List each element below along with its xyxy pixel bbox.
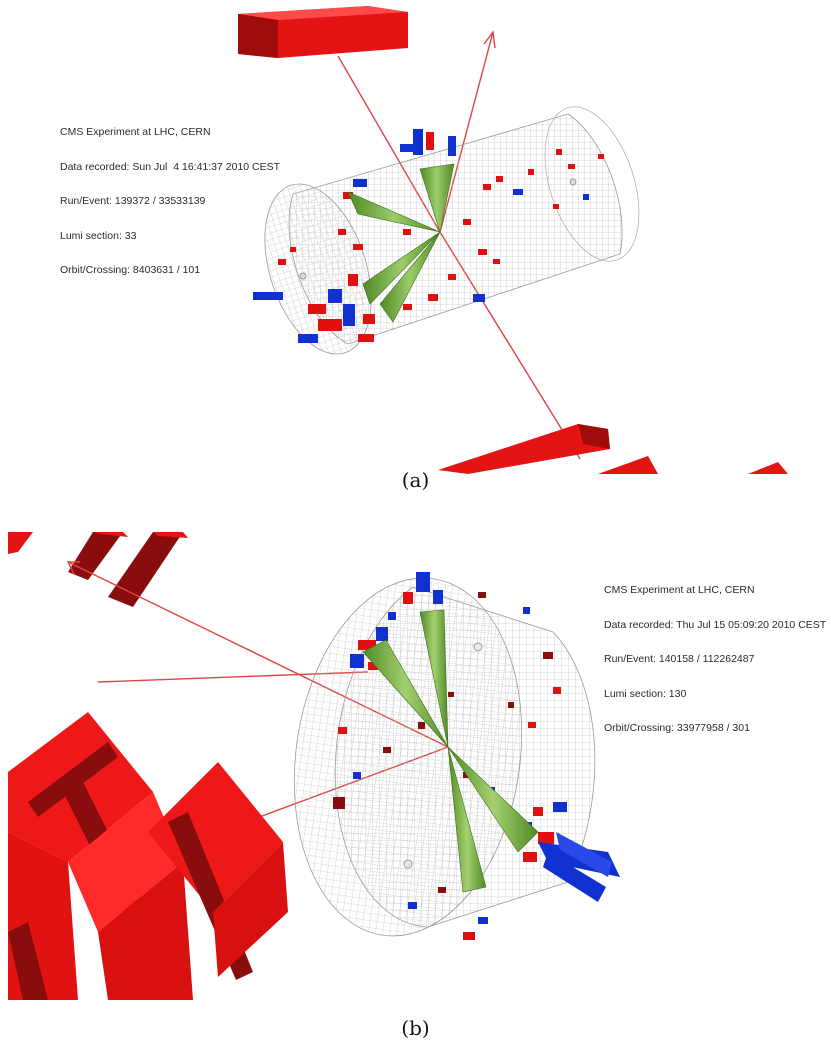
- muon-chamber-hit-bottom: [438, 424, 788, 474]
- event-info-b: CMS Experiment at LHC, CERN Data recorde…: [604, 562, 826, 758]
- muon-chamber-hit-top-left: [8, 532, 188, 607]
- detector-scene-b: [8, 532, 620, 1000]
- tracker-barrel-a: [264, 106, 640, 355]
- muon-chamber-hit-top: [238, 6, 408, 58]
- jet-cones-a: [347, 163, 455, 323]
- caption-b: (b): [401, 1016, 430, 1040]
- event-display-a: CMS Experiment at LHC, CERN Data recorde…: [8, 4, 828, 474]
- info-line: Lumi section: 33: [60, 229, 137, 242]
- info-line: Data recorded: Thu Jul 15 05:09:20 2010 …: [604, 618, 827, 631]
- info-line: Orbit/Crossing: 33977958 / 301: [604, 722, 750, 734]
- event-display-b: CMS Experiment at LHC, CERN Data recorde…: [8, 532, 828, 1000]
- caption-a: (a): [401, 468, 430, 492]
- jet-cones-b: [362, 609, 539, 893]
- calorimeter-deposits-a: [253, 129, 604, 343]
- info-line: CMS Experiment at LHC, CERN: [604, 584, 755, 596]
- calorimeter-deposits-b: [333, 572, 620, 940]
- info-line: Run/Event: 139372 / 33533139: [60, 195, 206, 207]
- info-line: Run/Event: 140158 / 112262487: [604, 653, 755, 665]
- muon-chamber-hit-left: [8, 712, 288, 1000]
- info-line: CMS Experiment at LHC, CERN: [60, 126, 211, 138]
- event-info-a: CMS Experiment at LHC, CERN Data recorde…: [60, 104, 280, 300]
- info-line: Orbit/Crossing: 8403631 / 101: [60, 264, 201, 276]
- info-line: Lumi section: 130: [604, 687, 687, 700]
- info-line: Data recorded: Sun Jul 4 16:41:37 2010 C…: [60, 160, 281, 173]
- detector-scene-a: [238, 6, 788, 474]
